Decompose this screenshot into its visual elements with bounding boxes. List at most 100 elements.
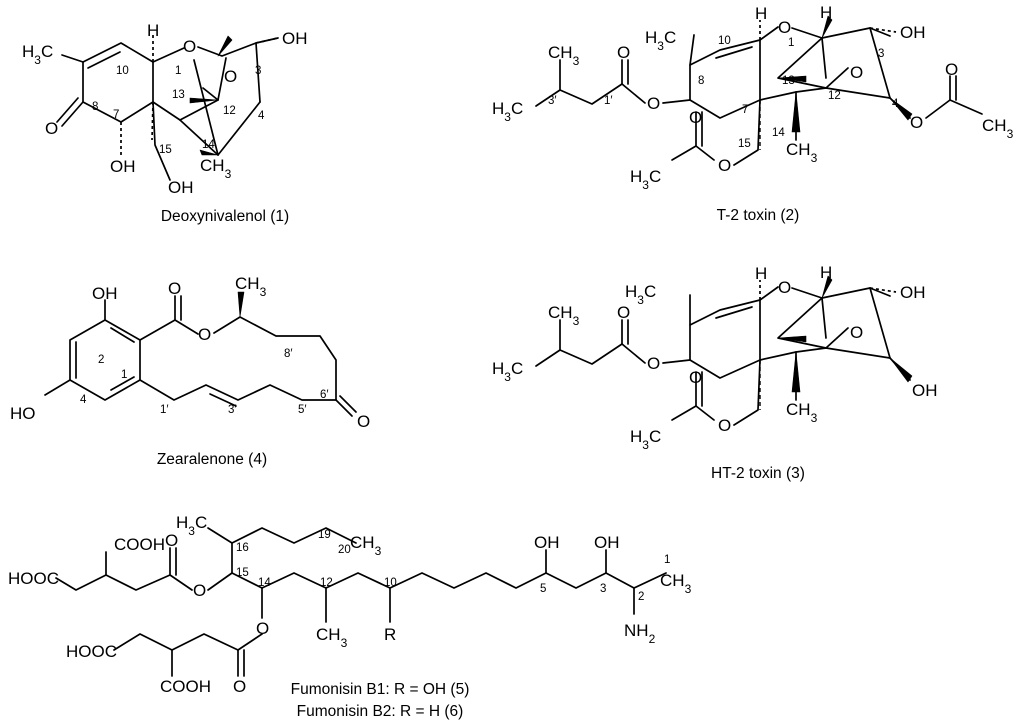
locant-14: 14 [772,127,785,139]
locant-1: 1 [121,369,127,381]
hydroxyl-15-label: OH [168,178,194,197]
locant-4: 4 [892,98,899,110]
isovalerate-methyl-label: H3C [492,99,523,124]
locant-1: 1 [788,37,794,49]
deoxynivalenol-structure: H3C H O OH O OH OH O CH3 10 1 3 8 7 13 1… [22,21,308,225]
ester-oxygen-8-label: O [647,94,660,113]
acetyl-carbonyl-oxygen-label: O [689,368,702,387]
locant-1-prime: 1′ [160,404,169,416]
locant-16: 16 [236,542,249,554]
methyl-12-label: CH3 [316,625,348,650]
carboxyl-label: HOOC [66,642,117,661]
hydroxyl-3-label: OH [900,23,926,42]
methyl-label: CH3 [235,274,267,299]
h-label: H [820,263,832,282]
epoxide-oxygen-label: O [850,63,863,82]
locant-13: 13 [172,89,185,101]
acetyl-carbonyl-oxygen-label: O [689,108,702,127]
hydroxyl-2-label: OH [92,284,118,303]
ring-oxygen-label: O [183,37,196,56]
fumonisin-b1-caption: Fumonisin B1: R = OH (5) [291,681,470,698]
amino-2-label: NH2 [624,621,656,646]
epoxide-oxygen-label: O [850,323,863,342]
methyl-1-label: CH3 [660,571,692,596]
locant-10: 10 [384,577,397,589]
locant-1-prime: 1′ [604,95,613,107]
locant-1: 1 [664,554,670,566]
zearalenone-caption: Zearalenone (4) [157,451,267,468]
locant-15: 15 [159,144,172,156]
ring-oxygen-label: O [778,18,791,37]
r-group-label: R [384,625,396,644]
h-label: H [755,4,767,23]
ht2-toxin-structure: H3C H H O OH OH O CH3 H3C O O O O CH3 H3… [492,263,938,482]
ester-oxygen-15-label: O [718,416,731,435]
methyl-14-label: CH3 [200,156,232,181]
locant-13: 13 [782,75,795,87]
carboxyl-label: COOH [114,535,165,554]
locant-4: 4 [258,110,265,122]
isovalerate-carbonyl-oxygen-label: O [617,303,630,322]
locant-12: 12 [828,90,841,102]
acetyl-carbonyl-oxygen-label: O [945,60,958,79]
locant-12: 12 [223,105,236,117]
locant-3: 3 [878,48,884,60]
locant-8: 8 [698,75,704,87]
carboxyl-label: COOH [160,677,211,696]
fumonisin-b2-caption: Fumonisin B2: R = H (6) [297,703,464,720]
locant-8-prime: 8′ [284,348,293,360]
locant-5: 5 [540,583,546,595]
ester-carbonyl-oxygen-label: O [233,677,246,696]
locant-20: 20 [338,544,351,556]
locant-3-prime: 3′ [228,404,237,416]
locant-14: 14 [258,577,271,589]
h-label: H [820,3,832,22]
locant-3-prime: 3′ [548,95,557,107]
t2-toxin-caption: T-2 toxin (2) [717,207,800,224]
locant-15: 15 [236,567,249,579]
isovalerate-methyl-label: CH3 [548,303,580,328]
acetyl-methyl-label: CH3 [982,116,1014,141]
locant-10: 10 [718,35,731,47]
locant-6-prime: 6′ [320,389,329,401]
lactone-ring-oxygen-label: O [198,325,211,344]
isovalerate-methyl-label: H3C [492,359,523,384]
ht2-toxin-caption: HT-2 toxin (3) [711,465,805,482]
methyl-14-label: CH3 [786,400,818,425]
locant-10: 10 [116,65,129,77]
ester-oxygen-label: O [256,619,269,638]
ring-oxygen-label: O [778,278,791,297]
hydroxyl-3-label: OH [282,29,308,48]
lactone-carbonyl-oxygen-label: O [168,279,181,298]
methyl-20-label: CH3 [350,533,382,558]
ketone-oxygen-label: O [45,119,58,138]
epoxide-oxygen-label: O [224,67,237,86]
acetyl-methyl-label: H3C [630,167,661,192]
acetyl-methyl-label: H3C [630,427,661,452]
zearalenone-structure: OH HO O O CH3 O 2 1 4 1′ 3′ 5′ 6′ 8′ Zea… [10,274,370,468]
hydroxyl-4-label: HO [10,404,36,423]
locant-15: 15 [738,138,751,150]
locant-2: 2 [638,591,644,603]
hydroxyl-5-label: OH [534,533,560,552]
h-label: H [147,21,159,40]
hydroxyl-3-label: OH [594,533,620,552]
locant-5-prime: 5′ [298,404,307,416]
locant-7: 7 [113,109,119,121]
ester-oxygen-8-label: O [647,354,660,373]
hydroxyl-7-label: OH [110,157,136,176]
isovalerate-methyl-label: CH3 [548,43,580,68]
locant-14: 14 [202,139,215,151]
locant-2: 2 [98,354,104,366]
isovalerate-carbonyl-oxygen-label: O [617,43,630,62]
t2-toxin-structure: H3C H H O OH O CH3 H3C O O O O CH3 H3C O… [492,3,1014,224]
ester-oxygen-4-label: O [910,113,923,132]
hydroxyl-3-label: OH [900,283,926,302]
h3c-label: H3C [176,513,207,538]
locant-4: 4 [80,394,87,406]
h-label: H [755,264,767,283]
locant-19: 19 [318,529,331,541]
locant-1: 1 [175,65,181,77]
methyl-14-label: CH3 [786,140,818,165]
